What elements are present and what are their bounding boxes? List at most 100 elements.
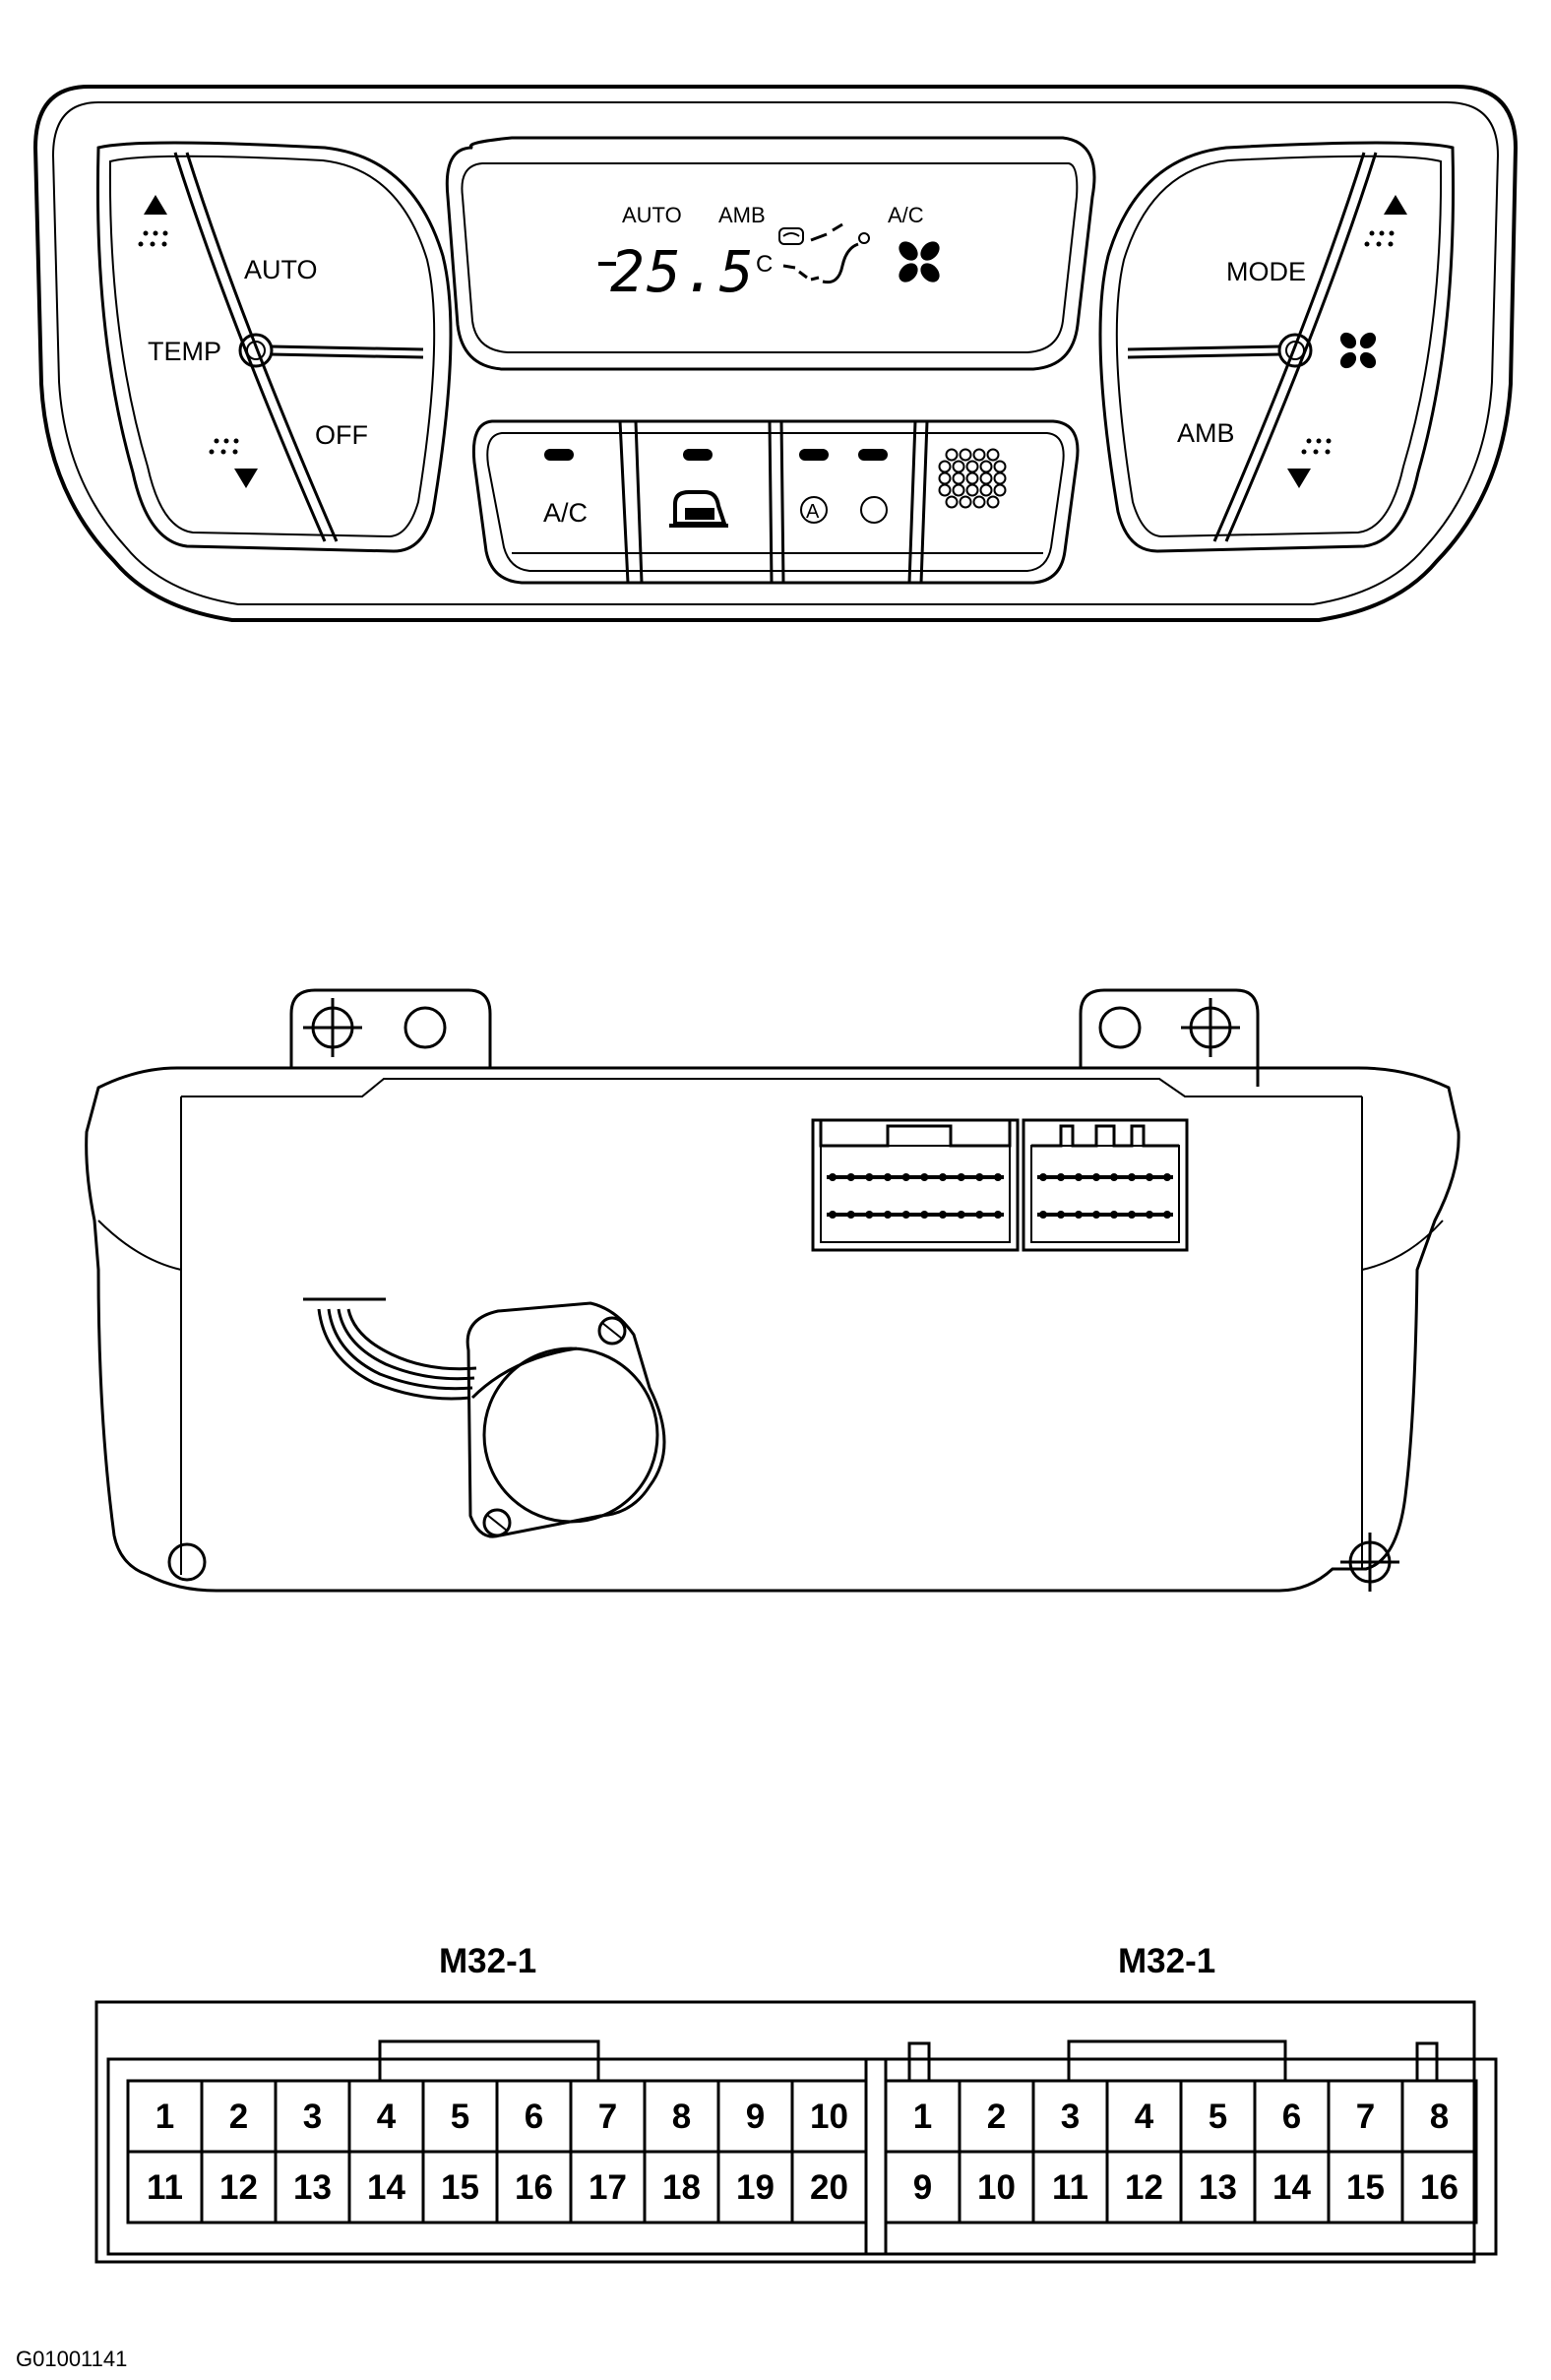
right-control-pod: MODE AMB — [1098, 141, 1456, 553]
pin-label: 17 — [589, 2168, 627, 2207]
pin-label: 2 — [987, 2098, 1006, 2136]
pin-label: 1 — [913, 2098, 932, 2136]
rear-connector-20pin — [811, 1118, 1020, 1252]
temp-label: TEMP — [148, 337, 221, 366]
pinout-frame — [94, 2000, 1476, 2264]
off-label: OFF — [315, 420, 368, 450]
pin-label: 1 — [155, 2098, 174, 2136]
pin-label: 10 — [810, 2098, 848, 2136]
pin-label: 4 — [377, 2098, 397, 2136]
pin-label: 14 — [1272, 2168, 1311, 2207]
lcd-temperature-unit: C — [756, 251, 773, 278]
recirculation-indicator-led — [683, 449, 713, 461]
pin-label: 3 — [303, 2098, 322, 2136]
temp-knob-pivot — [238, 333, 274, 368]
ac-indicator-led — [544, 449, 574, 461]
pin-label: 16 — [1420, 2168, 1458, 2207]
connector-2-title: M32-1 — [1118, 1942, 1215, 1980]
pin-label: 11 — [1052, 2168, 1088, 2207]
mounting-tab-left — [289, 988, 492, 1068]
screw-hole-left-crosshair — [303, 998, 362, 1057]
manual-indicator-icon — [860, 496, 888, 524]
lcd-fan-icon — [899, 241, 940, 282]
rear-housing — [85, 988, 1460, 1593]
pin-label: 8 — [1430, 2098, 1449, 2136]
motor-screw-top — [597, 1316, 627, 1346]
pin-label: 9 — [913, 2168, 932, 2207]
pin-label: 14 — [367, 2168, 405, 2207]
recirculation-icon — [669, 490, 728, 528]
ac-button-label: A/C — [543, 498, 588, 528]
panel-outer-bezel — [32, 85, 1519, 622]
mounting-hole-left — [403, 1006, 447, 1049]
lcd-auto-label: AUTO — [622, 203, 682, 227]
pin-label: 2 — [229, 2098, 248, 2136]
speaker-grille-icon — [938, 448, 1007, 509]
cool-dots-icon — [209, 438, 239, 455]
pin-label: 6 — [525, 2098, 543, 2136]
vent-mode-icon — [782, 222, 870, 284]
pin-label: 5 — [1209, 2098, 1227, 2136]
bottom-mount-hole-left — [167, 1542, 207, 1582]
mounting-tab-right — [1079, 988, 1260, 1087]
pin-label: 12 — [1125, 2168, 1163, 2207]
pin-label: 12 — [219, 2168, 258, 2207]
fan-icon — [1339, 332, 1377, 369]
fan-speed-dots-icon — [1364, 230, 1395, 247]
temp-up-arrow-icon[interactable] — [144, 195, 167, 215]
lcd-display: AUTO AMB A/C 25.5 C — [445, 136, 1096, 371]
panel-inner-bezel — [51, 101, 1500, 605]
pin-label: 13 — [293, 2168, 332, 2207]
connector-1-title: M32-1 — [439, 1942, 536, 1980]
housing-body — [85, 1066, 1460, 1593]
defrost-icon — [778, 227, 804, 245]
pin-label: 16 — [515, 2168, 553, 2207]
fan-up-arrow-icon[interactable] — [1384, 195, 1407, 215]
motor-screw-bottom — [482, 1508, 512, 1537]
pin-label: 5 — [451, 2098, 469, 2136]
pin-label: 20 — [810, 2168, 848, 2207]
pin-label: 11 — [147, 2168, 183, 2207]
pin-label: 10 — [977, 2168, 1016, 2207]
pin-label: 4 — [1135, 2098, 1154, 2136]
motor-body — [482, 1347, 659, 1524]
intake-auto-led — [799, 449, 829, 461]
pin-label: 8 — [672, 2098, 691, 2136]
fan-speed-dots-lower-icon — [1301, 438, 1332, 455]
rear-connector-16pin — [1022, 1118, 1189, 1252]
mounting-hole-right — [1098, 1006, 1142, 1049]
pin-label: 19 — [736, 2168, 775, 2207]
amb-label: AMB — [1177, 418, 1235, 448]
pin-label: 7 — [598, 2098, 617, 2136]
fan-down-arrow-icon[interactable] — [1287, 469, 1311, 488]
pin-label: 3 — [1061, 2098, 1080, 2136]
auto-indicator-letter: A — [806, 501, 820, 523]
center-button-strip: A/C A — [471, 419, 1080, 585]
pin-label: 15 — [1346, 2168, 1385, 2207]
pin-label: 6 — [1282, 2098, 1301, 2136]
pin-label: 9 — [746, 2098, 765, 2136]
bottom-screw-right-crosshair — [1340, 1533, 1399, 1592]
left-control-pod: AUTO TEMP OFF — [95, 141, 453, 553]
fan-knob-pivot — [1277, 333, 1313, 368]
lcd-amb-label: AMB — [718, 203, 766, 227]
pin-label: 15 — [441, 2168, 479, 2207]
auto-label: AUTO — [244, 255, 318, 284]
lcd-temperature: 25.5 — [610, 238, 756, 305]
pin-label: 18 — [662, 2168, 701, 2207]
mode-label: MODE — [1226, 257, 1306, 286]
heat-dots-icon — [138, 230, 168, 247]
lcd-ac-label: A/C — [888, 203, 924, 227]
front-panel: AUTO TEMP OFF — [32, 85, 1519, 622]
temperature-actuator-motor — [303, 1297, 666, 1538]
pin-label: 13 — [1199, 2168, 1237, 2207]
figure-code: G01001141 — [16, 2347, 127, 2371]
temp-down-arrow-icon[interactable] — [234, 469, 258, 488]
auto-indicator-icon — [800, 496, 828, 524]
intake-manual-led — [858, 449, 888, 461]
pin-label: 7 — [1356, 2098, 1375, 2136]
